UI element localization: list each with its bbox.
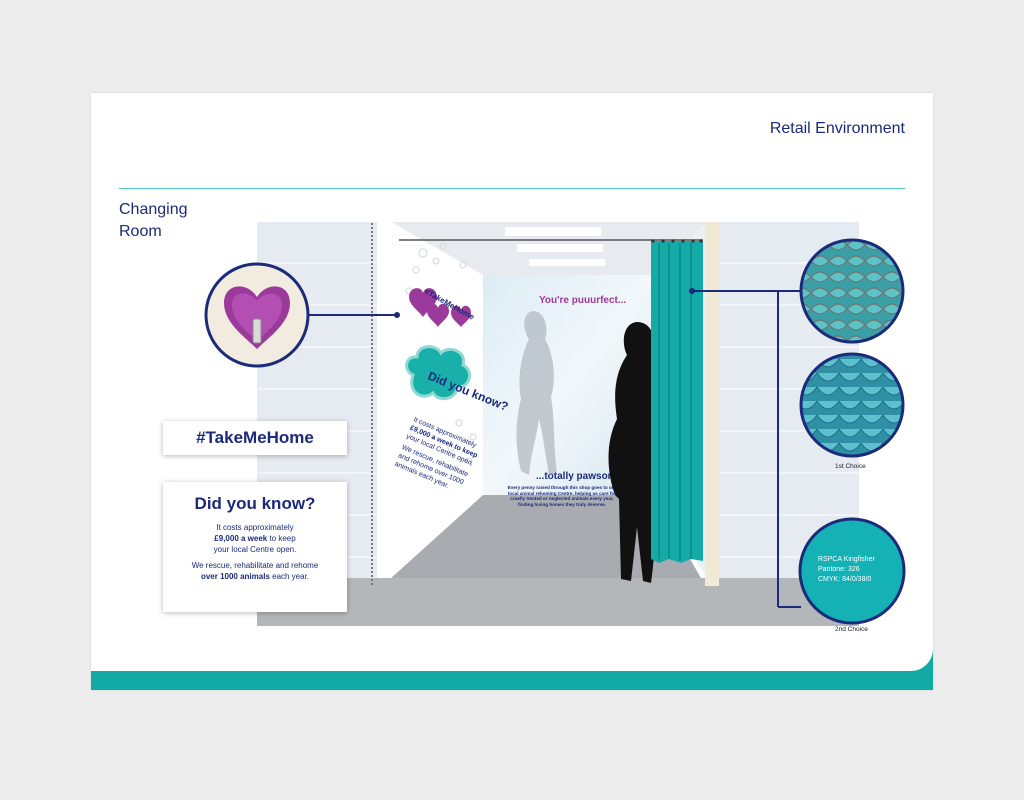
fabric-swatch-scales bbox=[799, 238, 905, 344]
colour-swatch-kingfisher bbox=[798, 517, 906, 625]
mirror-small-text: Every penny raised through this shop goe… bbox=[507, 485, 617, 507]
dyk-line-3: your local Centre open. bbox=[213, 545, 297, 554]
swatch-colour-name: RSPCA Kingfisher bbox=[818, 556, 875, 563]
mirror-text-top: You're puuurfect... bbox=[539, 295, 626, 306]
woman-silhouette bbox=[608, 322, 664, 583]
dyk-cost-rest: to keep bbox=[267, 534, 296, 543]
swatch-pantone: Pantone: 326 bbox=[818, 566, 860, 573]
page-heading: Changing Room bbox=[119, 201, 188, 240]
mirror-text-bottom: ...totally pawsom bbox=[536, 471, 617, 482]
ceiling-light bbox=[517, 244, 603, 252]
footer-band bbox=[91, 671, 933, 690]
second-choice-caption: 2nd Choice bbox=[835, 626, 868, 633]
wall-did-you-know-cloud bbox=[405, 345, 472, 401]
ceiling-light bbox=[505, 227, 601, 236]
hashtag-label: #TakeMeHome bbox=[163, 421, 347, 455]
dyk-animals-rest: each year. bbox=[269, 572, 310, 581]
presentation-card: Retail Environment Changing Room bbox=[91, 93, 933, 690]
did-you-know-title: Did you know? bbox=[194, 494, 316, 513]
first-choice-caption: 1st Choice bbox=[835, 463, 866, 470]
dyk-line-2: £9,000 a week to keep bbox=[163, 533, 347, 544]
swatch-cmyk: CMYK: 84/0/38/0 bbox=[818, 576, 871, 583]
mirror-reflection-silhouette bbox=[516, 311, 557, 475]
fabric-swatch-feathers bbox=[799, 352, 905, 458]
section-title: Retail Environment bbox=[769, 120, 905, 137]
dyk-animals: over 1000 animals bbox=[200, 572, 270, 581]
wall-heart-graphics bbox=[409, 288, 471, 327]
dyk-cost: £9,000 a week bbox=[214, 534, 268, 543]
footer-curve bbox=[911, 649, 933, 671]
teal-curtain bbox=[651, 241, 703, 563]
header-rule bbox=[119, 188, 905, 189]
dyk-line-5: over 1000 animals each year. bbox=[163, 571, 347, 582]
shop-floor bbox=[257, 578, 859, 626]
dyk-line-1: It costs approximately bbox=[216, 523, 294, 532]
dyk-line-4: We rescue, rehabilitate and rehome bbox=[191, 561, 319, 570]
ceiling-light bbox=[529, 259, 605, 266]
did-you-know-panel: Did you know? It costs approximately £9,… bbox=[163, 482, 347, 612]
changing-room-illustration: #TakeMeHome Did you know? It costs appro… bbox=[204, 222, 906, 626]
